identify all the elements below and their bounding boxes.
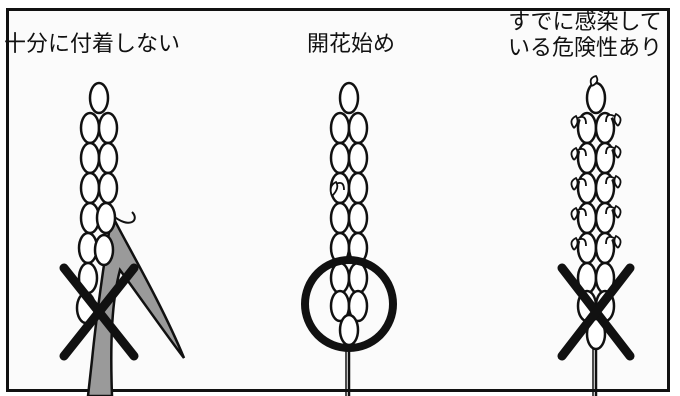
anther xyxy=(329,180,345,197)
cross-mark-right xyxy=(557,263,635,361)
label-insufficient-attachment: 十分に付着しない xyxy=(4,32,181,57)
wheat-spike-left xyxy=(59,81,186,396)
label-already-infected-risk: すでに感染している危険性あり xyxy=(507,10,662,61)
label-flowering-start: 開花始め xyxy=(306,32,395,57)
anthers-right xyxy=(570,74,622,251)
wheat-spike-right xyxy=(557,74,635,396)
cross-mark-left xyxy=(59,263,139,361)
circle-mark-center xyxy=(301,256,397,352)
wheat-spike-center xyxy=(301,81,397,396)
